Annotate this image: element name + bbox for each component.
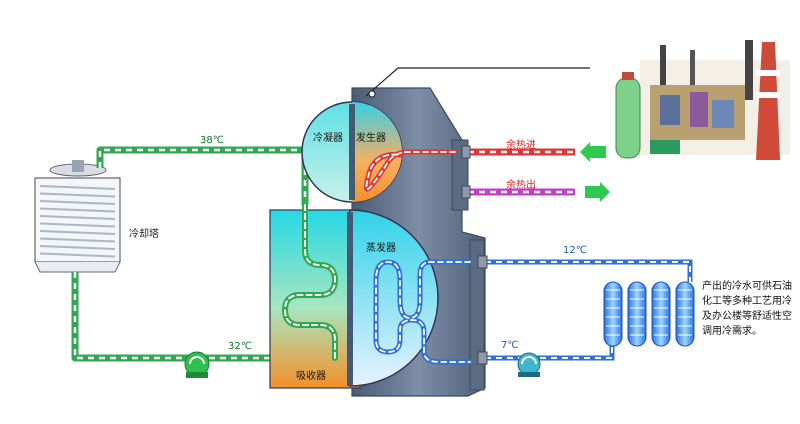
cooling-water-pipes bbox=[71, 146, 330, 362]
temp-7-label: 7℃ bbox=[501, 340, 519, 351]
condenser-label: 冷凝器 bbox=[313, 133, 343, 144]
tower-slat bbox=[39, 192, 116, 198]
cooling-tower-fill bbox=[39, 185, 116, 258]
tower-slat bbox=[39, 207, 116, 213]
temp-38-label: 38℃ bbox=[200, 135, 224, 146]
internal-coils bbox=[282, 149, 473, 365]
coil-tube bbox=[651, 281, 671, 347]
pump-icon bbox=[184, 351, 210, 378]
tower-slat bbox=[39, 215, 116, 220]
cooling-tower-label: 冷却塔 bbox=[129, 229, 159, 240]
tower-slat bbox=[39, 252, 116, 258]
tower-slat bbox=[39, 245, 116, 250]
coil-tube bbox=[675, 281, 695, 347]
heat-in-label: 余热进 bbox=[506, 140, 536, 151]
tower-slat bbox=[39, 222, 116, 228]
absorber-label: 吸收器 bbox=[296, 371, 326, 382]
chilled-water-coil-icon bbox=[603, 281, 695, 347]
evaporator-label: 蒸发器 bbox=[366, 243, 396, 254]
description-note: 产出的冷水可供石油化工等多种工艺用冷及办公楼等舒适性空调用冷需求。 bbox=[702, 281, 792, 337]
tower-slat bbox=[39, 237, 116, 243]
pump-icon bbox=[517, 352, 541, 377]
temp-32-label: 32℃ bbox=[228, 341, 252, 352]
factory-icon bbox=[615, 40, 790, 160]
coil-tube bbox=[627, 281, 647, 347]
upper-drum bbox=[301, 101, 403, 203]
flow-arrow-icon bbox=[580, 142, 610, 202]
tower-slat bbox=[39, 185, 116, 190]
tower-slat bbox=[39, 200, 116, 205]
heat-out-label: 余热出 bbox=[506, 180, 536, 191]
generator-label: 发生器 bbox=[356, 133, 386, 144]
coil-tube bbox=[603, 281, 623, 347]
heat-pipes bbox=[461, 145, 575, 199]
tower-slat bbox=[39, 230, 116, 235]
chilled-water-pipes bbox=[477, 255, 693, 365]
temp-12-label: 12℃ bbox=[563, 245, 587, 256]
